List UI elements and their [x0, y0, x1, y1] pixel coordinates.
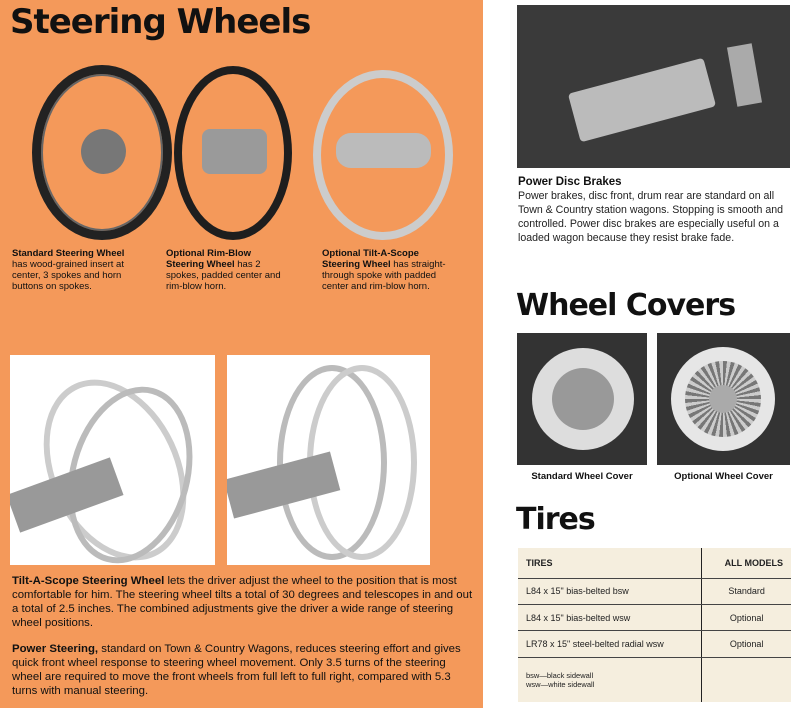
tilt-a-scope-wheel-image — [313, 70, 453, 240]
standard-wheel-cover-photo — [517, 333, 647, 465]
optional-wheel-cover-photo — [657, 333, 790, 465]
power-steering-paragraph: Power Steering, standard on Town & Count… — [12, 643, 461, 697]
standard-wheel-cover-caption: Standard Wheel Cover — [531, 471, 633, 482]
tilt-photo-2 — [227, 355, 430, 565]
header-tires: TIRES — [518, 548, 702, 579]
brake-pedal-photo — [517, 5, 790, 168]
standard-wheel-image — [32, 65, 172, 240]
caption-standard: Standard Steering Wheel has wood-grained… — [12, 248, 125, 292]
tilt-photo-1 — [10, 355, 215, 565]
tilt-paragraph: Tilt-A-Scope Steering Wheel lets the dri… — [12, 575, 473, 629]
rim-blow-wheel-image — [174, 66, 292, 240]
steering-panel: Steering Wheels Standard Steering Wheel … — [0, 0, 483, 708]
caption-rim-blow: Optional Rim-Blow Steering Wheel has 2 s… — [166, 248, 281, 292]
optional-wheel-cover-caption: Optional Wheel Cover — [674, 471, 773, 482]
caption-tilt: Optional Tilt-A-Scope Steering Wheel has… — [322, 248, 446, 292]
wheel-covers-title: Wheel Covers — [516, 288, 736, 323]
steering-title: Steering Wheels — [10, 2, 311, 42]
header-all-models: ALL MODELS — [701, 548, 791, 579]
tires-title: Tires — [516, 502, 596, 537]
